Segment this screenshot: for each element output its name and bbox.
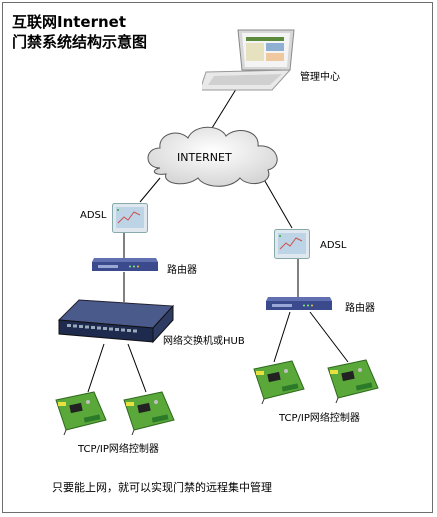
label-internet: INTERNET	[177, 151, 232, 164]
controller-board-4-icon	[327, 359, 379, 404]
label-adsl-right: ADSL	[320, 240, 347, 251]
network-switch-icon	[57, 299, 175, 344]
link-switch-ctrl-1	[87, 343, 105, 393]
title-line-2: 门禁系统结构示意图	[12, 33, 148, 51]
router-left-icon	[92, 258, 158, 271]
title-line-1: 互联网Internet	[12, 13, 127, 31]
diagram-title: 互联网Internet 门禁系统结构示意图	[12, 12, 147, 52]
label-switch: 网络交换机或HUB	[163, 336, 245, 347]
label-router-right: 路由器	[345, 303, 375, 314]
link-router-ctrl-3	[273, 311, 291, 363]
label-router-left: 路由器	[167, 265, 197, 276]
controller-board-1-icon	[55, 391, 107, 436]
link-switch-ctrl-2	[127, 343, 147, 393]
label-adsl-left: ADSL	[80, 210, 107, 221]
router-right-icon	[266, 297, 332, 310]
link-internet-adsl-right	[261, 175, 293, 229]
controller-board-3-icon	[253, 360, 305, 405]
adsl-modem-right-icon	[274, 229, 310, 259]
footer-caption: 只要能上网，就可以实现门禁的远程集中管理	[52, 481, 272, 494]
adsl-modem-left-icon	[112, 203, 148, 233]
link-internet-adsl-left	[139, 177, 161, 203]
diagram-frame	[2, 2, 433, 513]
label-management-center: 管理中心	[300, 72, 340, 83]
internet-cloud-icon	[147, 126, 278, 187]
link-router-ctrl-4	[309, 311, 349, 363]
link-laptop-internet	[211, 85, 239, 129]
label-controllers-right: TCP/IP网络控制器	[279, 413, 360, 424]
laptop-icon	[202, 29, 295, 91]
controller-board-2-icon	[123, 391, 175, 436]
label-controllers-left: TCP/IP网络控制器	[78, 444, 159, 455]
